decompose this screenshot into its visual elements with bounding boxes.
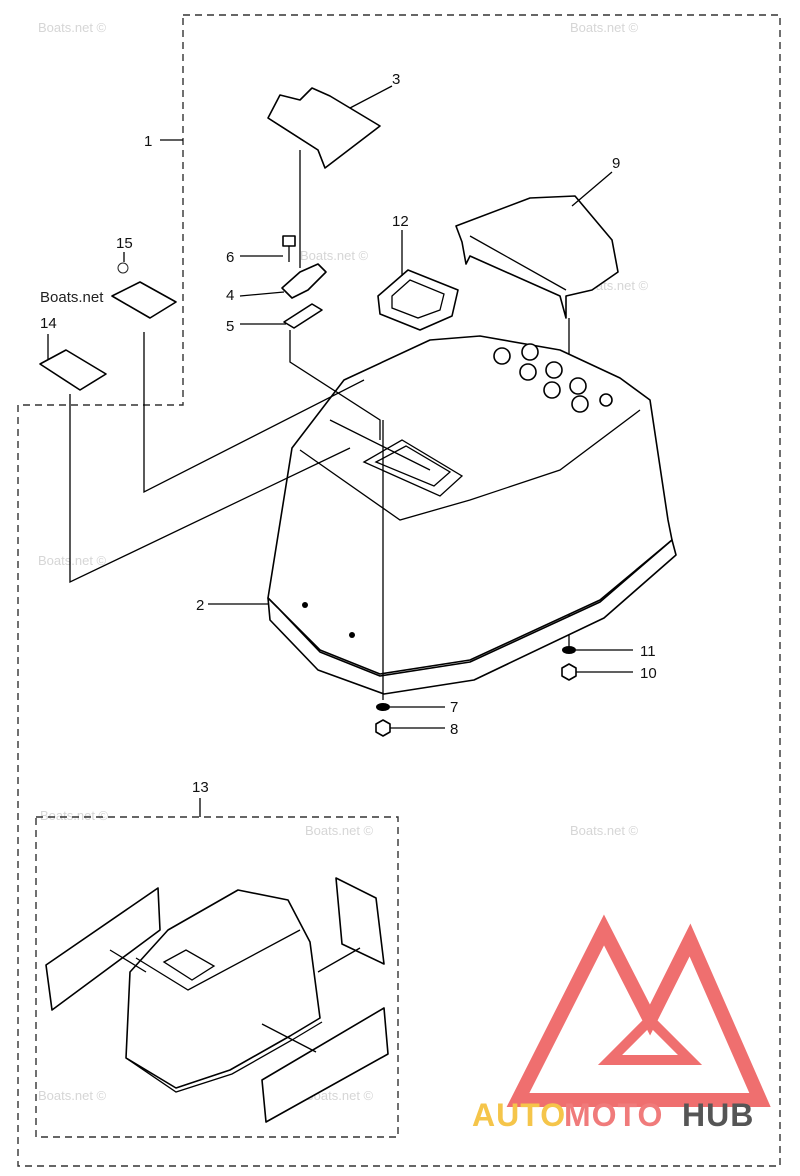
callout-12: 12: [392, 213, 409, 230]
logo-text-auto: AUTO: [472, 1097, 566, 1133]
callout-14: 14: [40, 315, 57, 332]
callout-9: 9: [612, 155, 620, 172]
part-13-decals: [45, 877, 389, 1123]
assembly-1-boundary: [17, 14, 781, 1167]
watermark-dark: Boats.net: [40, 289, 104, 306]
automotohub-logo: AUTO MOTO HUB: [472, 914, 771, 1133]
watermark: Boats.net ©: [305, 1088, 374, 1103]
callout-7: 7: [450, 699, 458, 716]
callout-8: 8: [450, 721, 458, 738]
callout-2: 2: [196, 597, 204, 614]
callout-6: 6: [226, 249, 234, 266]
part-11-washer: [562, 646, 576, 654]
watermark: Boats.net ©: [40, 808, 109, 823]
part-13-decal-box: [35, 816, 399, 1138]
callout-3: 3: [392, 71, 400, 88]
logo-text-moto: MOTO: [564, 1097, 663, 1133]
callout-13: 13: [192, 779, 209, 796]
part-15-label: [111, 281, 177, 319]
callout-10: 10: [640, 665, 657, 682]
part-14-label: [39, 349, 107, 391]
copyright-icon: [117, 262, 129, 274]
part-5-plate: [283, 303, 323, 329]
callout-1: 1: [144, 133, 152, 150]
logo-mark: [506, 914, 771, 1107]
part-8-nut: [375, 719, 391, 737]
watermark: Boats.net ©: [38, 20, 107, 35]
callout-5: 5: [226, 318, 234, 335]
part-4-bracket: [281, 263, 327, 299]
watermark: Boats.net ©: [570, 823, 639, 838]
part-10-nut: [561, 663, 577, 681]
callout-15: 15: [116, 235, 133, 252]
watermark: Boats.net ©: [38, 553, 107, 568]
part-2-cowling: [267, 335, 677, 700]
watermark: Boats.net ©: [570, 20, 639, 35]
part-12-grommet: [377, 269, 459, 331]
logo-text-hub: HUB: [682, 1097, 754, 1133]
watermark: Boats.net ©: [300, 248, 369, 263]
callout-11: 11: [640, 643, 656, 660]
watermark: Boats.net ©: [38, 1088, 107, 1103]
part-7-washer: [376, 703, 390, 711]
part-6-bolt: [282, 235, 296, 262]
watermark: Boats.net ©: [305, 823, 374, 838]
callout-4: 4: [226, 287, 234, 304]
